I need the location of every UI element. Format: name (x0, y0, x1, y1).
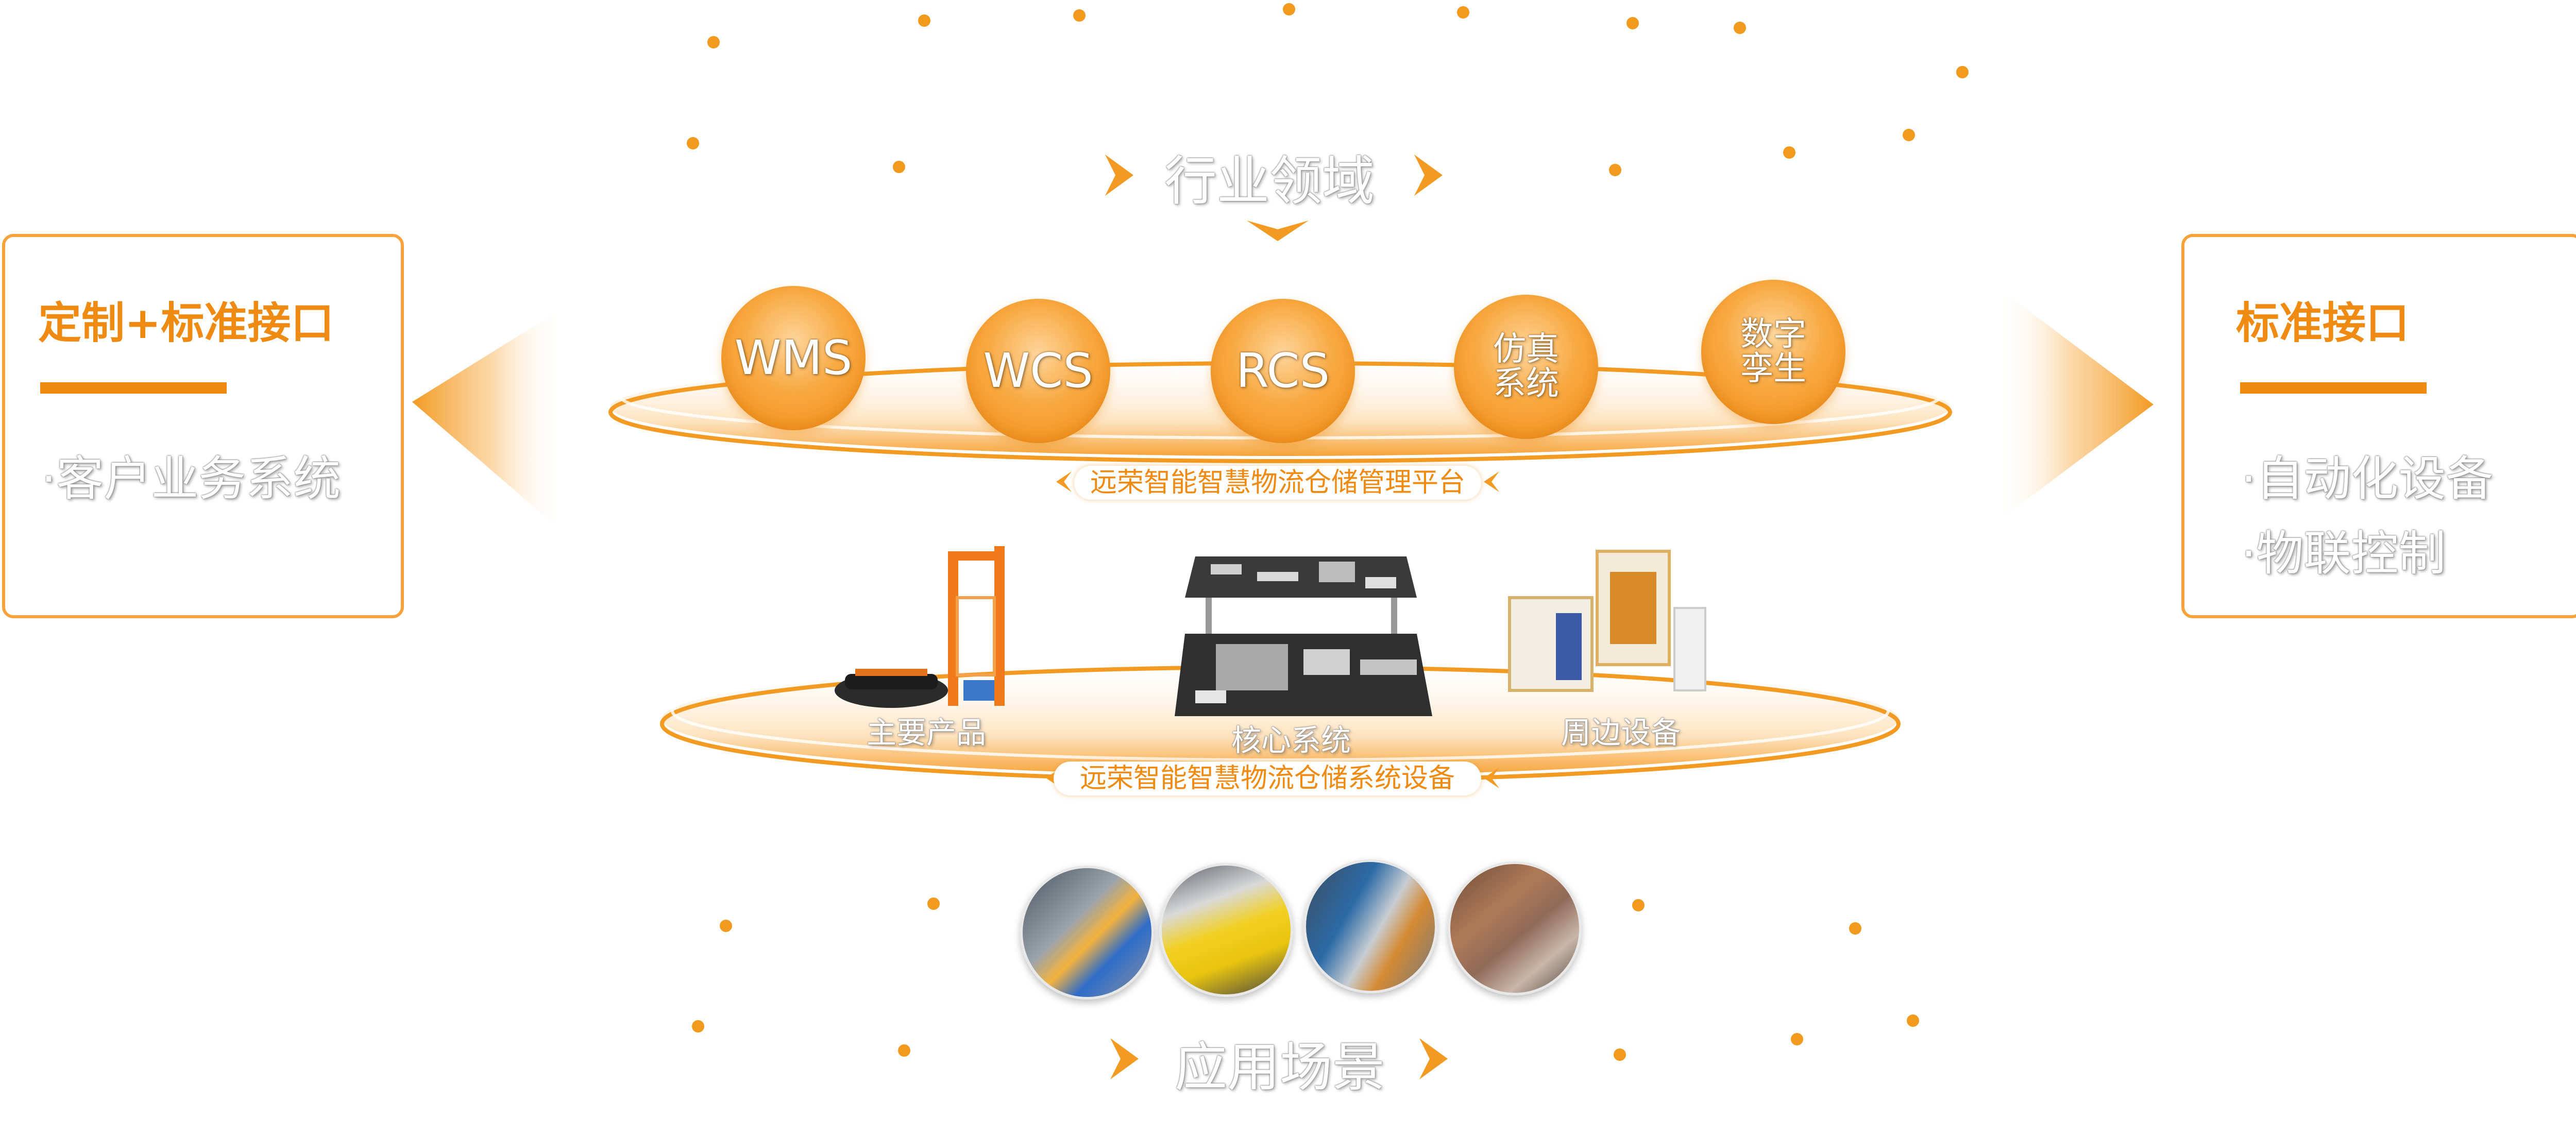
decorative-dot (1907, 1014, 1919, 1027)
decorative-dot (720, 920, 732, 932)
label-main-products: 主要产品 (867, 715, 987, 750)
left-box-title: 定制+标准接口 (38, 298, 334, 348)
decorative-dot (692, 1020, 704, 1033)
scene-image-warehouse (1448, 861, 1582, 995)
equipment-label: 远荣智能智慧物流仓储系统设备 (1054, 761, 1481, 796)
left-box-item: ·客户业务系统 (41, 451, 341, 506)
chevron-down-icon (1247, 221, 1309, 241)
right-arrow (1999, 289, 2154, 520)
left-interface-box: 定制+标准接口 ·客户业务系统 (2, 234, 404, 618)
decorative-dot (893, 161, 905, 173)
decorative-dot (1626, 17, 1639, 29)
label-core-system: 核心系统 (1231, 723, 1351, 758)
platform-label: 远荣智能智慧物流仓储管理平台 (1074, 466, 1481, 500)
decorative-dot (1734, 22, 1746, 34)
decorative-dot (1283, 3, 1295, 15)
module-wcs: WCS (966, 299, 1110, 443)
main-product-robot-icon (835, 546, 1005, 708)
module-rcs: RCS (1211, 299, 1355, 443)
decorative-dot (707, 36, 720, 48)
module-wms: WMS (721, 286, 866, 430)
decorative-dot (1783, 146, 1795, 159)
module-simulation: 仿真 系统 (1454, 295, 1598, 439)
decorative-dot (918, 14, 930, 27)
scene-image-shelving (1020, 866, 1154, 1000)
decorative-dot (1849, 922, 1861, 935)
decorative-dot (1614, 1048, 1626, 1061)
decorative-dot (927, 898, 940, 910)
decorative-dot (1956, 66, 1969, 78)
chevron-right-icon (1484, 471, 1499, 492)
left-box-underline (40, 382, 227, 394)
peripheral-devices-icon (1508, 550, 1706, 692)
right-box-title: 标准接口 (2236, 298, 2410, 348)
decorative-dot (1632, 899, 1645, 911)
decorative-dot (1791, 1033, 1803, 1045)
chevron-left-icon (1110, 1038, 1139, 1079)
chevron-right-icon (1419, 1038, 1448, 1079)
application-title: 应用场景 (1175, 1037, 1385, 1098)
industry-title: 行业领域 (1164, 151, 1375, 212)
decorative-dot (1609, 164, 1621, 176)
chevron-left-icon (1056, 471, 1072, 492)
decorative-dot (1903, 129, 1915, 141)
chevron-left-icon (1105, 155, 1133, 196)
right-interface-box: 标准接口 ·自动化设备 ·物联控制 (2181, 234, 2576, 618)
chevron-right-icon (1484, 768, 1499, 788)
label-peripheral-devices: 周边设备 (1561, 715, 1681, 750)
core-system-icon (1175, 556, 1432, 716)
decorative-dot (898, 1044, 910, 1057)
right-box-underline (2240, 382, 2427, 394)
module-digital-twin: 数字 孪生 (1701, 280, 1845, 424)
scene-image-automation (1303, 859, 1437, 993)
scene-image-conveyor (1159, 863, 1293, 997)
decorative-dot (1457, 6, 1469, 19)
decorative-dot (1073, 9, 1086, 22)
decorative-dot (687, 137, 699, 149)
right-box-item-1: ·自动化设备 (2241, 451, 2494, 506)
left-arrow (412, 309, 562, 531)
chevron-right-icon (1414, 155, 1443, 196)
right-box-item-2: ·物联控制 (2241, 526, 2446, 581)
equipment-illustrations (835, 546, 1706, 716)
